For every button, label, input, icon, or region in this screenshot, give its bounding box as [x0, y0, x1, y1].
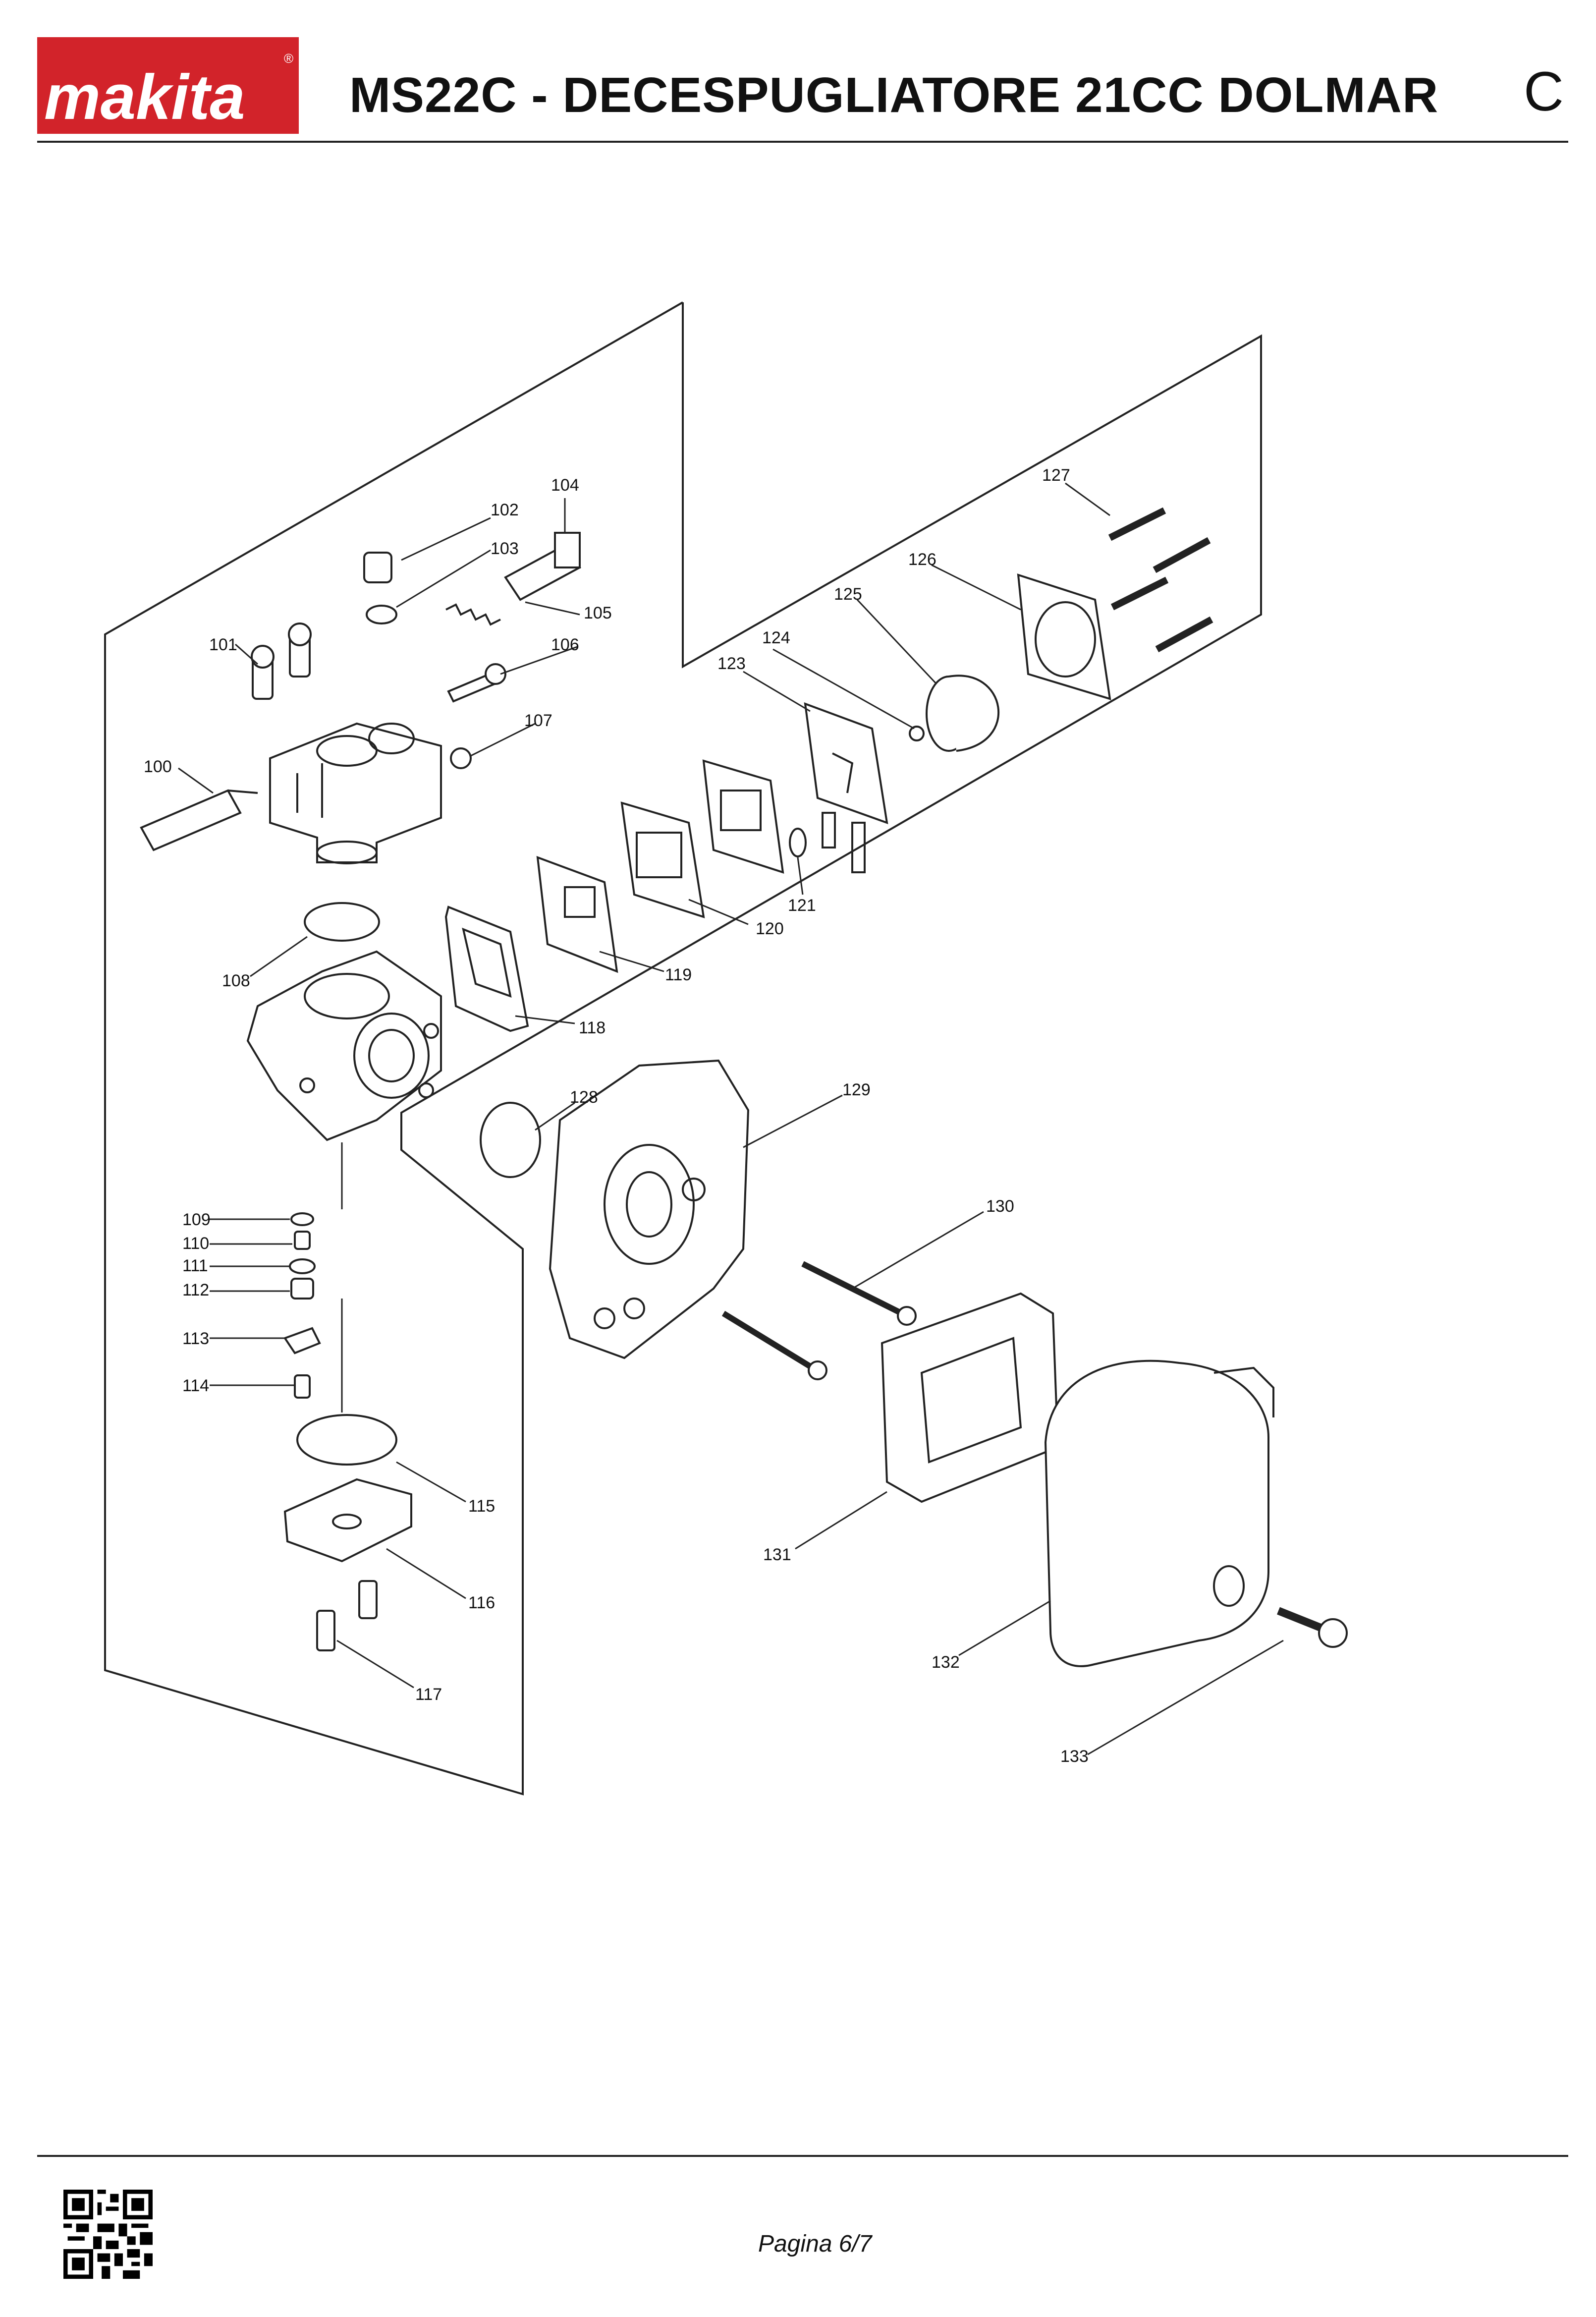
label-106: 106	[551, 635, 579, 654]
label-117: 117	[415, 1685, 442, 1704]
diaphragm-115	[296, 1414, 397, 1466]
label-125: 125	[834, 585, 862, 604]
plug-102	[363, 552, 397, 624]
label-116: 116	[468, 1593, 495, 1612]
gasket-120b	[702, 759, 784, 874]
screws-101	[251, 622, 312, 700]
label-132: 132	[932, 1653, 960, 1672]
label-111: 111	[182, 1256, 208, 1275]
label-112: 112	[182, 1281, 209, 1300]
clip-107	[450, 747, 472, 769]
makita-logo: makita ®	[37, 37, 299, 134]
label-126: 126	[908, 550, 936, 569]
label-102: 102	[491, 501, 519, 519]
filter-cover-132	[1044, 1359, 1274, 1667]
registered-mark: ®	[284, 51, 293, 66]
label-130: 130	[986, 1197, 1014, 1216]
label-104: 104	[551, 476, 579, 495]
plate-120	[620, 801, 705, 918]
o-ring-108	[304, 902, 380, 942]
screw-133	[1277, 1607, 1348, 1648]
valve-124	[909, 726, 925, 741]
label-100: 100	[144, 757, 172, 776]
idle-screw-100	[140, 789, 258, 851]
pump-cover-116	[283, 1478, 412, 1563]
label-109: 109	[182, 1210, 211, 1229]
label-107: 107	[524, 711, 552, 730]
header-divider	[37, 141, 1568, 143]
panel-carburetor	[104, 301, 1262, 1796]
screw-106	[447, 663, 506, 703]
label-121: 121	[788, 896, 816, 915]
small-parts-column	[283, 1212, 321, 1399]
pump-body-123	[804, 702, 888, 873]
brand-wordmark: makita	[44, 62, 245, 133]
label-120: 120	[756, 919, 784, 938]
screws-117	[316, 1580, 378, 1651]
carburetor-housing	[246, 950, 442, 1141]
qr-code-icon[interactable]	[63, 2190, 153, 2279]
part-labels: 100 101 102 103 104 105 106 107 108 109 …	[144, 466, 1089, 1766]
label-123: 123	[717, 654, 746, 673]
footer-divider	[37, 2155, 1568, 2157]
spring-121	[789, 828, 807, 857]
screws-127	[1108, 507, 1213, 653]
leader-lines	[178, 482, 1284, 1755]
carburetor-body	[269, 722, 442, 864]
label-108: 108	[222, 971, 250, 990]
label-115: 115	[468, 1497, 495, 1516]
label-129: 129	[842, 1080, 871, 1099]
o-ring-128	[480, 1102, 541, 1178]
section-letter: C	[1524, 60, 1564, 122]
label-133: 133	[1060, 1747, 1089, 1766]
gasket-118	[444, 905, 529, 1032]
label-124: 124	[762, 628, 790, 647]
label-105: 105	[584, 604, 612, 622]
filter-base-129	[549, 1059, 750, 1359]
label-131: 131	[763, 1545, 791, 1564]
throttle-shaft-104	[504, 532, 581, 601]
label-110: 110	[182, 1234, 209, 1253]
label-113: 113	[182, 1329, 209, 1348]
label-119: 119	[665, 965, 692, 984]
page-title: MS22C - DECESPUGLIATORE 21CC DOLMAR	[349, 67, 1439, 123]
plate-126	[1017, 573, 1111, 700]
label-127: 127	[1042, 466, 1070, 485]
label-128: 128	[570, 1088, 598, 1107]
spring-105	[445, 603, 501, 626]
label-103: 103	[491, 539, 519, 558]
label-114: 114	[182, 1376, 209, 1395]
label-118: 118	[579, 1018, 605, 1037]
page-number: Pagina 6/7	[758, 2231, 872, 2257]
primer-bulb-125	[926, 675, 999, 752]
label-101: 101	[209, 635, 237, 654]
diaphragm-119	[536, 855, 618, 973]
